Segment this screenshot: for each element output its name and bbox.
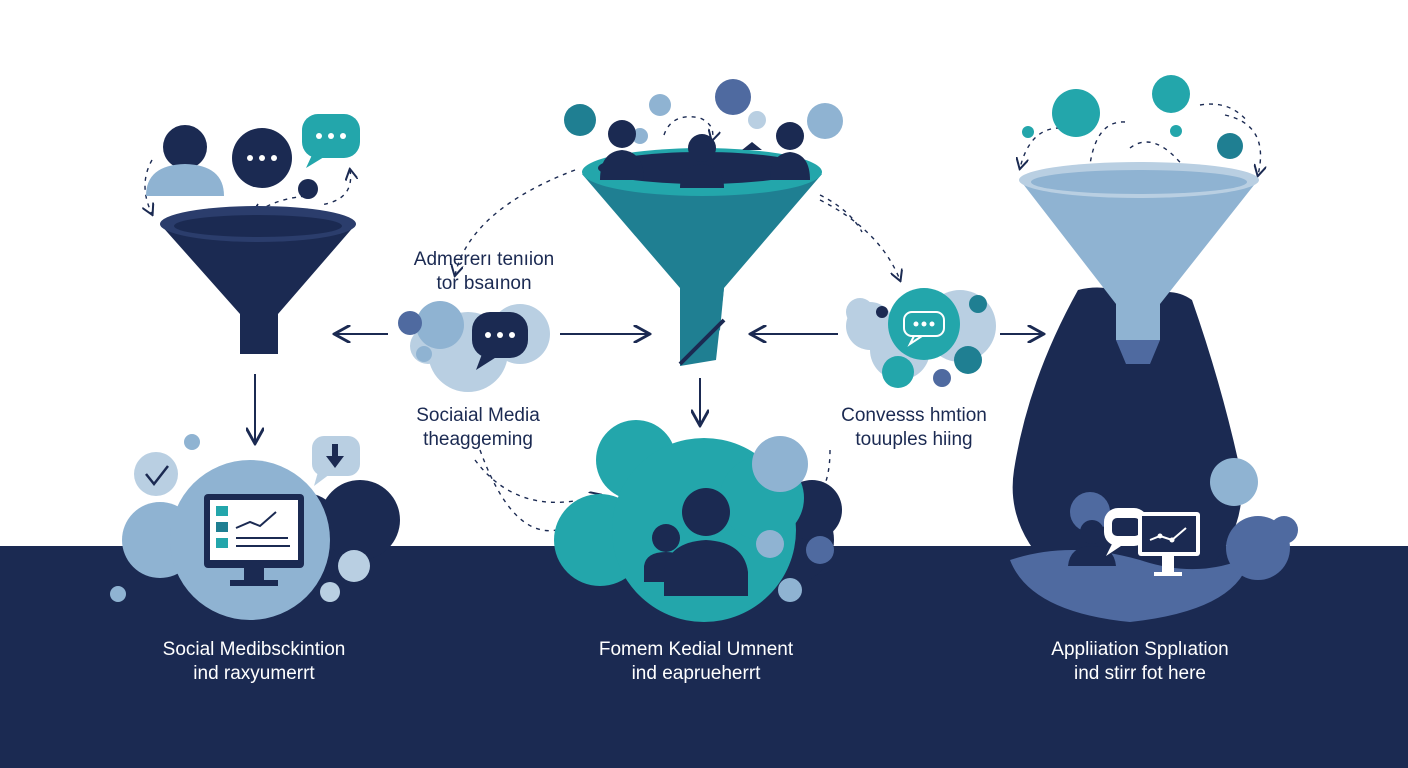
label-right-mid: Convesss hmtion touuples hiing	[841, 405, 987, 450]
chat-bubble-icon	[472, 312, 528, 370]
funnel-icon	[160, 206, 356, 354]
center-funnel-group	[564, 79, 843, 366]
person-icon	[1068, 520, 1116, 566]
chat-bubble-icon	[888, 288, 960, 360]
chat-bubble-icon	[1104, 508, 1148, 556]
label-center-top: Admererı tenıion tor bsaınon	[413, 249, 555, 294]
center-bottom-cloud	[554, 420, 842, 622]
right-chat-cloud	[846, 288, 996, 388]
label-bottom-right: Appliiation Spplıation ind stirr fot her…	[1051, 639, 1229, 684]
center-chat-cloud	[398, 301, 550, 392]
download-icon	[312, 436, 360, 486]
label-bottom-center: Fomem Kedial Umnent ind eaprueherrt	[598, 639, 794, 684]
label-center-mid: Sociaial Media theaggeming	[416, 405, 540, 450]
monitor-chart-icon	[204, 494, 304, 586]
person-icon	[644, 488, 748, 596]
right-funnel-group	[1010, 75, 1298, 622]
checkmark-icon	[134, 452, 178, 496]
monitor-chart-icon	[1138, 512, 1200, 576]
left-monitor-group	[110, 434, 400, 620]
funnel-icon	[1019, 162, 1259, 364]
left-funnel-group	[146, 114, 360, 354]
label-bottom-left: Social Medibsckintion ind rахуumerrt	[162, 639, 346, 684]
person-icon	[600, 120, 810, 188]
chat-bubble-icon	[302, 114, 360, 168]
person-icon	[146, 164, 224, 196]
